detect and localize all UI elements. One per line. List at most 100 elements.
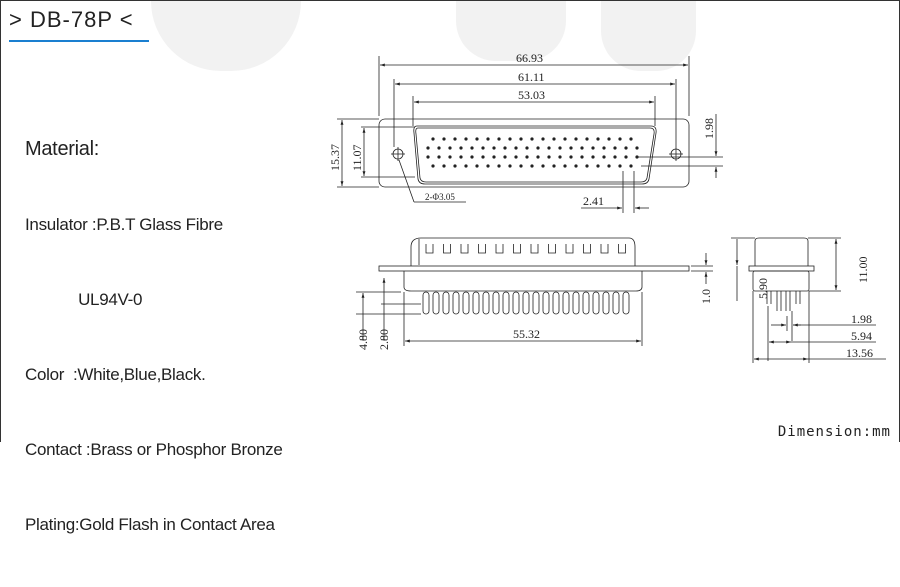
pin-hole: [558, 146, 562, 150]
pin-hole: [508, 137, 512, 141]
dim-pins-span: 5.94: [851, 329, 872, 343]
pin-hole: [448, 155, 452, 159]
pin-hole: [602, 155, 606, 159]
pin-hole: [547, 146, 551, 150]
pin-hole: [437, 146, 441, 150]
pin-hole: [635, 146, 639, 150]
pin-hole: [536, 146, 540, 150]
pin-hole: [492, 146, 496, 150]
pin-hole: [503, 155, 507, 159]
solder-pin: [432, 291, 440, 315]
material-heading: Material:: [25, 138, 99, 160]
end-view: [731, 237, 886, 363]
pin-hole: [552, 137, 556, 141]
pin-hole: [580, 146, 584, 150]
contact-slot: [600, 244, 609, 254]
dim-row-offset: 1.98: [702, 118, 716, 139]
pin-hole: [492, 155, 496, 159]
technical-drawing: 66.93 61.11 53.03 15.37 11.07 1.98 2-Φ3.…: [328, 51, 886, 363]
pin-hole: [486, 164, 490, 168]
pin-hole: [530, 137, 534, 141]
contact-slot: [530, 244, 539, 254]
pin-hole: [470, 155, 474, 159]
dim-holes-pitch: 61.11: [518, 70, 545, 84]
side-view: [356, 237, 713, 346]
dim-width: 55.32: [513, 327, 540, 341]
pin-hole: [514, 155, 518, 159]
pin-hole: [519, 164, 523, 168]
pin-hole: [442, 164, 446, 168]
page-title: > DB-78P <: [9, 7, 134, 32]
pin-hole: [629, 164, 633, 168]
pin-hole: [624, 155, 628, 159]
datasheet: > DB-78P < Material: Insulator :P.B.T Gl…: [0, 0, 900, 534]
pin-hole: [530, 164, 534, 168]
dimension-unit: Dimension:mm: [777, 424, 891, 440]
pin-hole: [459, 146, 463, 150]
title-underline: [9, 40, 149, 42]
dim-shell: 53.03: [518, 88, 545, 102]
pin-hole: [497, 137, 501, 141]
pin-hole: [453, 164, 457, 168]
solder-pin: [562, 291, 570, 315]
pin-hole: [464, 137, 468, 141]
pin-hole: [596, 164, 600, 168]
top-view-labels: 66.93 61.11 53.03 15.37 11.07 1.98 2-Φ3.…: [328, 51, 716, 208]
plating-text: Plating:Gold Flash in Contact Area: [25, 515, 275, 534]
pin-hole: [569, 146, 573, 150]
pin-hole: [508, 164, 512, 168]
dim-pin-total: 4.80: [356, 329, 370, 350]
pin-hole: [519, 137, 523, 141]
pin-hole: [514, 146, 518, 150]
pin-hole: [591, 146, 595, 150]
solder-pin: [532, 291, 540, 315]
watermark: [456, 1, 566, 61]
dim-row-pitch: 1.98: [851, 312, 872, 326]
insulator-rating: UL94V-0: [25, 290, 143, 309]
solder-pin: [602, 291, 610, 315]
pin-hole: [525, 155, 529, 159]
solder-pin: [462, 291, 470, 315]
pin-hole: [475, 137, 479, 141]
pin-hole: [541, 137, 545, 141]
solder-pin: [592, 291, 600, 315]
pin-hole: [596, 137, 600, 141]
pin-hole: [497, 164, 501, 168]
pin-hole: [547, 155, 551, 159]
contact-slot: [583, 244, 591, 254]
pin-hole: [563, 164, 567, 168]
pin-hole: [607, 164, 611, 168]
color-text: Color :White,Blue,Black.: [25, 365, 206, 384]
pin-hole: [541, 164, 545, 168]
pin-hole: [563, 137, 567, 141]
contact-slot: [425, 244, 434, 254]
dim-upper: 5.90: [756, 278, 770, 299]
pin-hole: [624, 146, 628, 150]
pin-hole: [618, 164, 622, 168]
solder-pin: [502, 291, 510, 315]
pin-hole: [580, 155, 584, 159]
solder-pin: [472, 291, 480, 315]
solder-pin: [582, 291, 590, 315]
pin-hole: [475, 164, 479, 168]
dim-total: 11.00: [856, 256, 870, 283]
contact-slot: [618, 244, 626, 254]
end-view-labels: 5.90 11.00 1.98 5.94 13.56: [756, 256, 873, 360]
solder-pin: [442, 291, 450, 315]
pin-hole: [552, 164, 556, 168]
solder-pin: [522, 291, 530, 315]
pin-hole: [574, 164, 578, 168]
pin-hole: [481, 155, 485, 159]
contact-slot: [460, 244, 469, 254]
pin-hole: [486, 137, 490, 141]
pin-hole: [481, 146, 485, 150]
pin-hole: [464, 164, 468, 168]
pin-hole: [585, 164, 589, 168]
dim-overall: 66.93: [516, 51, 543, 65]
pin-hole: [629, 137, 633, 141]
contact-slot: [443, 244, 451, 254]
pin-hole: [569, 155, 573, 159]
dim-pin-tail: 2.80: [377, 329, 391, 350]
pin-hole: [591, 155, 595, 159]
contact-slot: [513, 244, 521, 254]
